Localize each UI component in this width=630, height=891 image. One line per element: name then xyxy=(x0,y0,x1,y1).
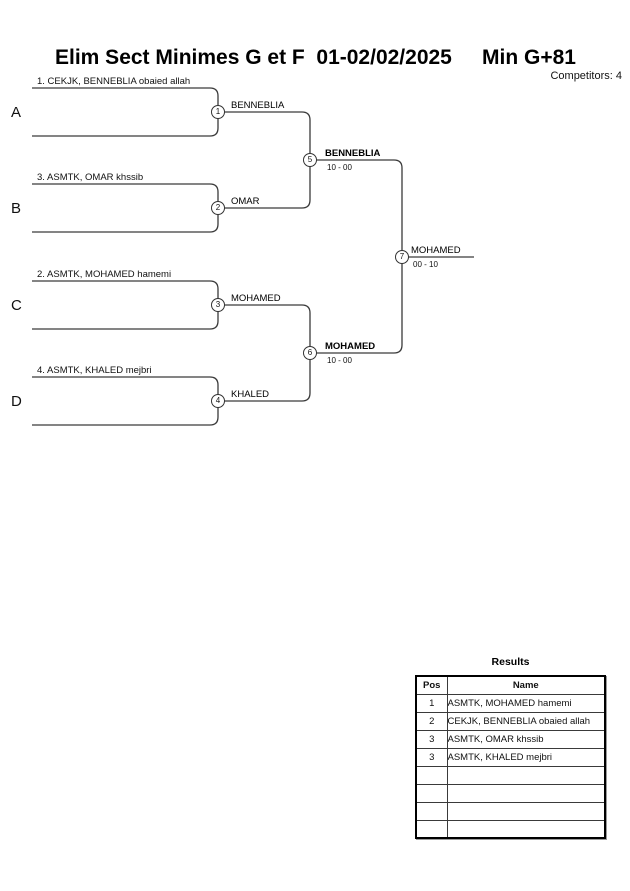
match-node-2: 2 xyxy=(211,201,225,215)
result-pos: 1 xyxy=(415,693,448,713)
slot-letter-c: C xyxy=(11,297,22,314)
match-node-6-number: 6 xyxy=(307,348,313,357)
match-node-7-number: 7 xyxy=(399,252,405,261)
match-7-winner: MOHAMED xyxy=(411,245,461,256)
match-node-4-number: 4 xyxy=(215,396,221,405)
page-title: Elim Sect Minimes G et F 01-02/02/2025 xyxy=(55,46,452,69)
competitors-count: Competitors: 4 xyxy=(550,70,622,82)
slot-letter-d: D xyxy=(11,393,22,410)
result-name: ASMTK, MOHAMED hamemi xyxy=(446,693,606,713)
semifinal-top-connector xyxy=(218,111,311,209)
result-pos xyxy=(415,765,448,785)
table-row: 3 ASMTK, OMAR khssib xyxy=(415,729,606,749)
match-1-winner: BENNEBLIA xyxy=(231,100,285,111)
result-pos: 3 xyxy=(415,747,448,767)
table-row xyxy=(415,819,606,839)
bracket-slot-d-line xyxy=(32,376,219,426)
match-node-5: 5 xyxy=(303,153,317,167)
seed-d: 4. ASMTK, KHALED mejbri xyxy=(37,365,152,376)
table-row: 3 ASMTK, KHALED mejbri xyxy=(415,747,606,767)
result-pos xyxy=(415,783,448,803)
match-7-score: 00 - 10 xyxy=(413,260,438,269)
match-3-winner: MOHAMED xyxy=(231,293,281,304)
match-node-6: 6 xyxy=(303,346,317,360)
category-title: Min G+81 xyxy=(482,46,576,69)
match-node-7: 7 xyxy=(395,250,409,264)
table-row: 1 ASMTK, MOHAMED hamemi xyxy=(415,693,606,713)
result-pos: 3 xyxy=(415,729,448,749)
seed-c: 2. ASMTK, MOHAMED hamemi xyxy=(37,269,172,280)
results-title: Results xyxy=(491,656,530,668)
table-row: 2 CEKJK, BENNEBLIA obaied allah xyxy=(415,711,606,731)
result-name xyxy=(446,765,606,785)
bracket-slot-b-line xyxy=(32,183,219,233)
match-node-2-number: 2 xyxy=(215,203,221,212)
match-2-winner: OMAR xyxy=(231,196,260,207)
results-table: Pos Name 1 ASMTK, MOHAMED hamemi 2 CEKJK… xyxy=(415,675,606,839)
result-pos xyxy=(415,801,448,821)
match-node-3-number: 3 xyxy=(215,300,221,309)
slot-letter-b: B xyxy=(11,200,22,217)
bracket-slot-a-line xyxy=(32,87,219,137)
result-name: ASMTK, KHALED mejbri xyxy=(446,747,606,767)
match-6-score: 10 - 00 xyxy=(327,356,352,365)
match-5-winner: BENNEBLIA xyxy=(325,148,381,159)
result-name: CEKJK, BENNEBLIA obaied allah xyxy=(446,711,606,731)
result-name: ASMTK, OMAR khssib xyxy=(446,729,606,749)
match-node-3: 3 xyxy=(211,298,225,312)
slot-letter-a: A xyxy=(11,104,22,121)
results-header-row: Pos Name xyxy=(415,675,606,695)
result-pos: 2 xyxy=(415,711,448,731)
match-4-winner: KHALED xyxy=(231,389,270,400)
bracket-slot-c-line xyxy=(32,280,219,330)
table-row xyxy=(415,801,606,821)
semifinal-bottom-connector xyxy=(218,304,311,402)
match-6-winner: MOHAMED xyxy=(325,341,376,352)
table-row xyxy=(415,765,606,785)
match-node-4: 4 xyxy=(211,394,225,408)
match-node-1-number: 1 xyxy=(215,107,221,116)
match-node-1: 1 xyxy=(211,105,225,119)
seed-a: 1. CEKJK, BENNEBLIA obaied allah xyxy=(37,76,191,87)
bracket-lines xyxy=(32,87,474,426)
match-5-score: 10 - 00 xyxy=(327,163,352,172)
final-connector xyxy=(310,159,403,354)
match-node-5-number: 5 xyxy=(307,155,313,164)
results-col-name: Name xyxy=(446,675,606,695)
seed-b: 3. ASMTK, OMAR khssib xyxy=(37,172,144,183)
results-col-pos: Pos xyxy=(415,675,448,695)
result-name xyxy=(446,801,606,821)
result-name xyxy=(446,783,606,803)
result-name xyxy=(446,819,606,839)
table-row xyxy=(415,783,606,803)
result-pos xyxy=(415,819,448,839)
